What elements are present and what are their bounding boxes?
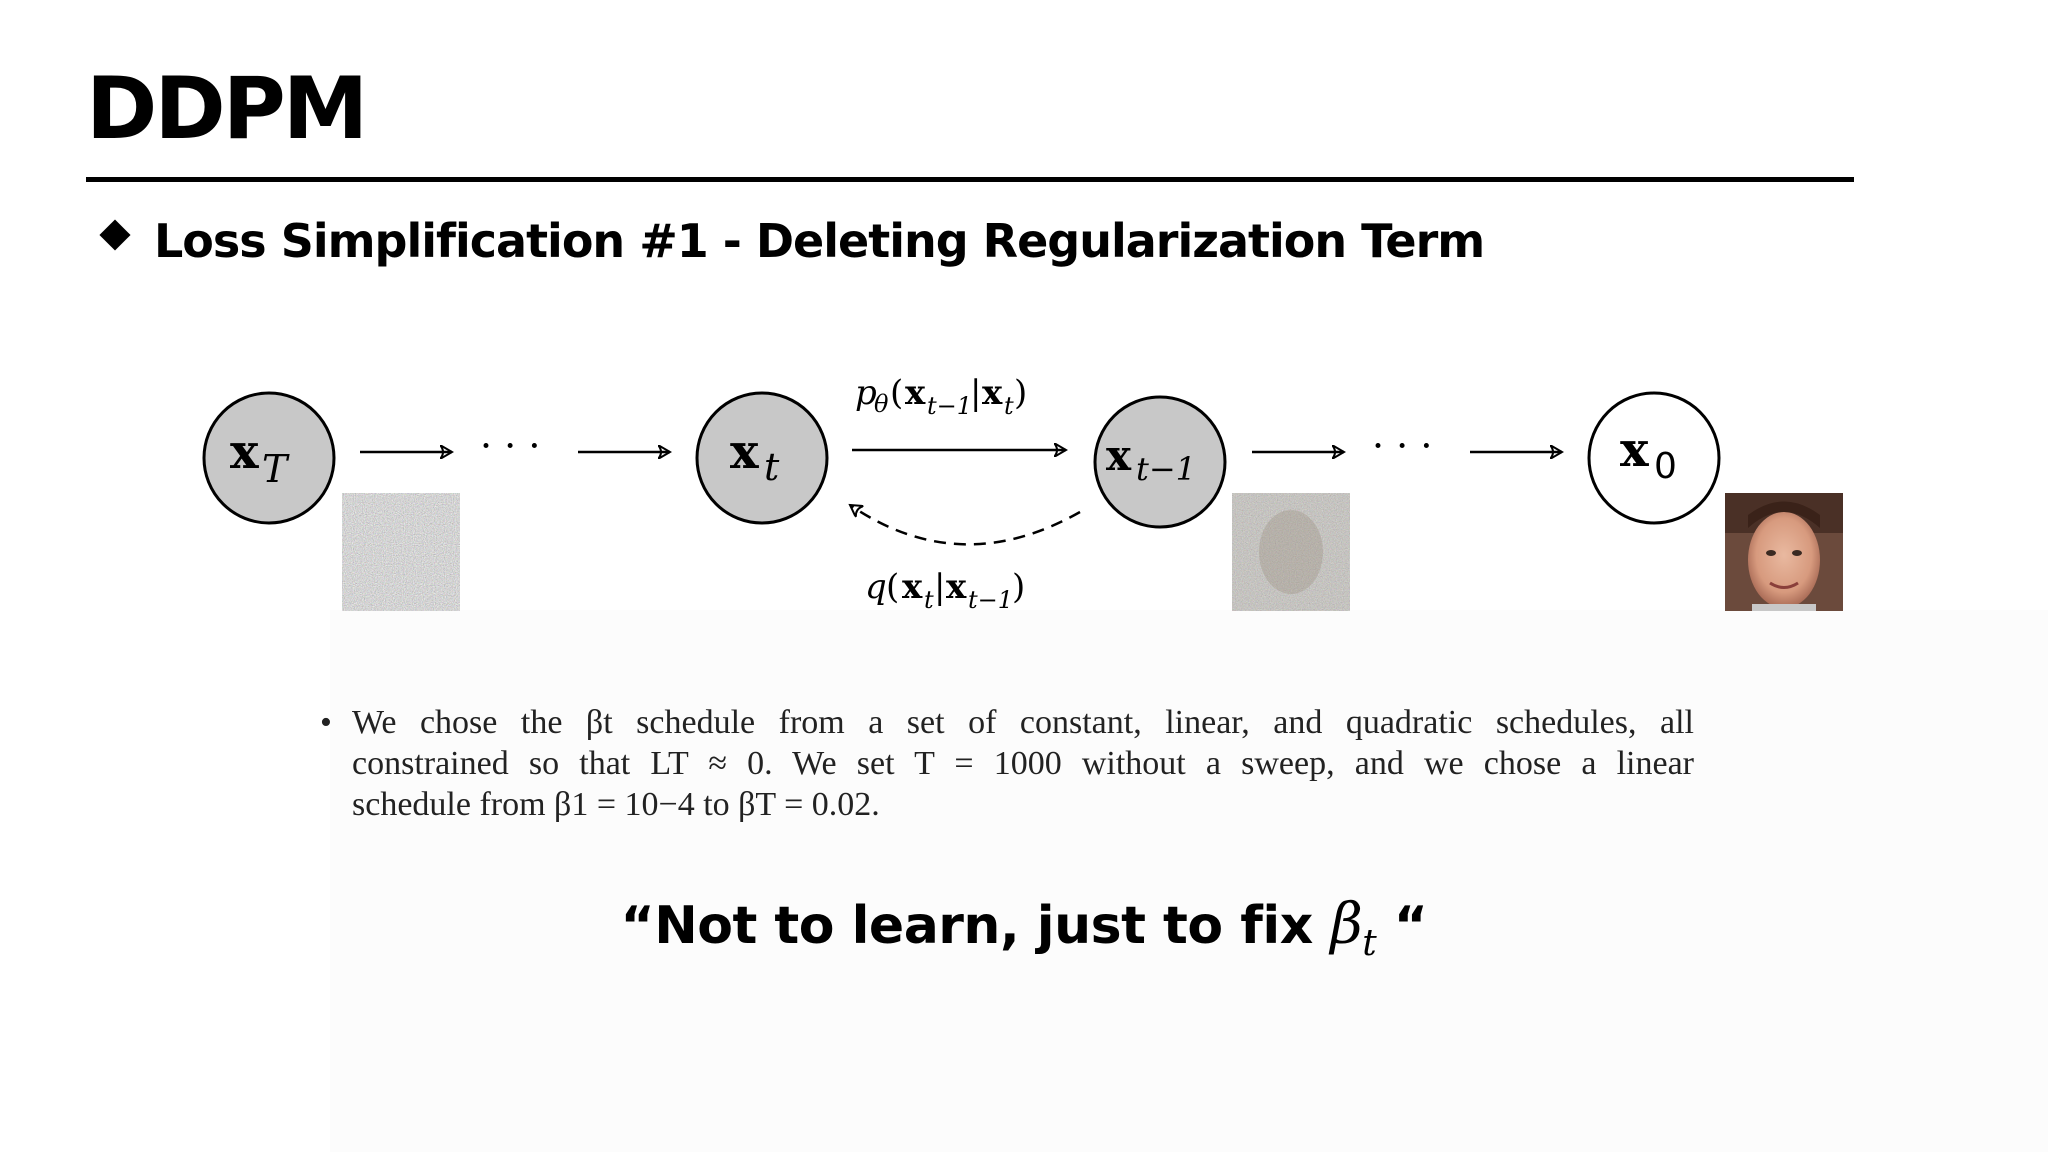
partially-denoised-face-image	[1232, 493, 1350, 611]
node-x-0: x 0	[1587, 391, 1721, 525]
paper-line-1: We chose the βt schedule from a set of c…	[352, 704, 1694, 741]
svg-text:(: (	[886, 567, 899, 607]
beta-letter: β	[1330, 892, 1363, 957]
svg-text:θ: θ	[874, 390, 889, 418]
noise-image	[342, 493, 460, 611]
svg-text:x: x	[902, 567, 923, 607]
svg-text:t−1: t−1	[927, 392, 972, 420]
svg-text:): )	[1012, 567, 1025, 607]
subtitle-row: Loss Simplification #1 - Deleting Regula…	[99, 214, 1485, 268]
takeaway-quote: “Not to learn, just to fix βt “	[0, 892, 2048, 964]
slide-title: DDPM	[86, 59, 368, 159]
svg-text:(: (	[890, 373, 903, 413]
node-x-t-minus-1: x t−1	[1093, 395, 1227, 529]
node-x-t: x t	[695, 391, 829, 525]
reverse-process-label: p θ ( x t−1 | x t )	[855, 373, 1027, 420]
svg-text:t: t	[764, 445, 780, 489]
forward-process-arrow	[850, 505, 1081, 546]
paper-excerpt-background	[330, 610, 2048, 1152]
svg-text:q: q	[865, 567, 887, 607]
title-divider	[86, 177, 1854, 182]
svg-text:x: x	[1106, 431, 1132, 480]
svg-text:x: x	[730, 424, 759, 480]
paper-line-3: schedule from β1 = 10−4 to βT = 0.02.	[352, 786, 880, 823]
svg-text:x: x	[230, 424, 259, 480]
quote-text: “Not to learn, just to fix	[620, 896, 1331, 956]
svg-text:p: p	[855, 373, 877, 413]
svg-text:t: t	[924, 586, 934, 614]
forward-process-label: q ( x t | x t−1 )	[865, 567, 1025, 614]
clean-face-image	[1725, 493, 1843, 611]
ellipsis: · · ·	[1372, 424, 1432, 468]
slide-subtitle: Loss Simplification #1 - Deleting Regula…	[154, 214, 1485, 268]
ellipsis: · · ·	[480, 424, 540, 468]
svg-text:x: x	[905, 373, 926, 413]
paper-line-2: constrained so that LT ≈ 0. We set T = 1…	[352, 745, 1694, 782]
svg-text:|: |	[970, 373, 981, 413]
svg-text:0: 0	[1654, 446, 1677, 487]
svg-text:x: x	[946, 567, 967, 607]
svg-text:t−1: t−1	[968, 586, 1013, 614]
paper-excerpt: • We chose the βt schedule from a set of…	[320, 702, 1694, 825]
svg-text:t: t	[1004, 392, 1014, 420]
beta-subscript: t	[1362, 923, 1377, 965]
svg-text:T: T	[262, 447, 290, 491]
diffusion-chain-diagram: x T · · · x t p θ ( x t−1 | x t ) q ( x …	[202, 373, 1843, 614]
svg-text:|: |	[934, 567, 945, 607]
svg-text:x: x	[982, 373, 1003, 413]
paper-bullet: •	[320, 704, 332, 741]
quote-beta-symbol: βt	[1330, 892, 1376, 964]
node-x-T: x T	[202, 391, 336, 525]
svg-text:t−1: t−1	[1136, 450, 1196, 488]
svg-text:): )	[1014, 373, 1027, 413]
svg-text:x: x	[1620, 422, 1649, 478]
quote-close: “	[1376, 896, 1428, 956]
